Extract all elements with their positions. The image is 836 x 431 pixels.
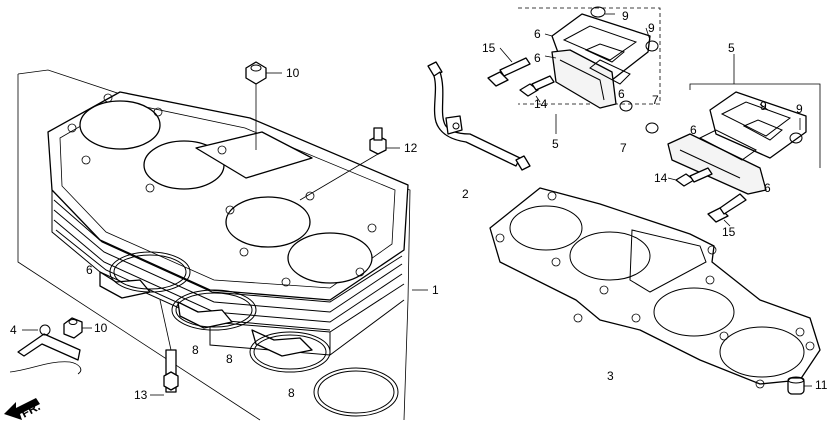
callout-6d: 6 xyxy=(690,123,697,137)
callout-1: 1 xyxy=(432,283,439,297)
reed-valve-assembly-right xyxy=(667,83,821,195)
cylinder-bore-1 xyxy=(79,100,161,150)
callout-6b: 6 xyxy=(534,51,541,65)
cylinder-bore-4 xyxy=(287,232,373,284)
callout-7b: 7 xyxy=(620,141,627,155)
o-ring-8b xyxy=(249,331,331,373)
callout-8b: 8 xyxy=(226,352,233,366)
bolt-14-upper xyxy=(519,75,555,97)
callout-7a: 7 xyxy=(652,93,659,107)
callout-labels: 1 2 3 4 5 5 6 6 6 6 6 6 7 7 8 8 8 9 9 9 … xyxy=(10,9,828,402)
washer-7 xyxy=(645,122,659,134)
callout-14a: 14 xyxy=(534,97,548,111)
cylinder-block xyxy=(17,69,411,421)
callout-9b: 9 xyxy=(648,21,655,35)
cylinder-bore-3 xyxy=(225,196,311,248)
bolt-12 xyxy=(299,127,387,201)
callout-10b: 10 xyxy=(94,321,108,335)
callout-14b: 14 xyxy=(654,171,668,185)
callout-5b: 5 xyxy=(728,41,735,55)
callout-15a: 15 xyxy=(482,41,496,55)
callout-6f: 6 xyxy=(86,263,93,277)
bolt-15-upper xyxy=(487,57,531,87)
callout-8c: 8 xyxy=(288,386,295,400)
callout-3: 3 xyxy=(607,369,614,383)
head-gasket-3 xyxy=(489,187,821,389)
o-rings xyxy=(109,251,399,417)
front-direction-arrow: FR. xyxy=(4,398,42,421)
callout-9d: 9 xyxy=(796,102,803,116)
reed-valve-assembly-upper xyxy=(518,6,661,112)
callout-10a: 10 xyxy=(286,66,300,80)
callout-11: 11 xyxy=(815,378,828,392)
callout-6c: 6 xyxy=(618,87,625,101)
bolt-15-right xyxy=(707,193,747,223)
o-ring-8c xyxy=(313,367,399,417)
bolt-14-right xyxy=(675,167,713,187)
callout-9a: 9 xyxy=(622,9,629,23)
o-ring-6 xyxy=(109,251,191,293)
stud-13 xyxy=(159,299,179,393)
nut-10b xyxy=(63,317,83,339)
callout-12: 12 xyxy=(404,141,418,155)
callout-9c: 9 xyxy=(760,99,767,113)
bracket-4 xyxy=(9,324,82,375)
cap-nut-10 xyxy=(245,61,267,150)
callout-13: 13 xyxy=(134,388,148,402)
callout-5a: 5 xyxy=(552,137,559,151)
callout-2: 2 xyxy=(462,187,469,201)
callout-6e: 6 xyxy=(764,181,771,195)
callout-15b: 15 xyxy=(722,225,736,239)
callout-4: 4 xyxy=(10,323,17,337)
dowel-pin-11 xyxy=(787,376,805,395)
o-ring-8a xyxy=(171,289,257,331)
callout-6a: 6 xyxy=(534,27,541,41)
callout-8a: 8 xyxy=(192,343,199,357)
oil-pipe-2 xyxy=(427,61,531,171)
